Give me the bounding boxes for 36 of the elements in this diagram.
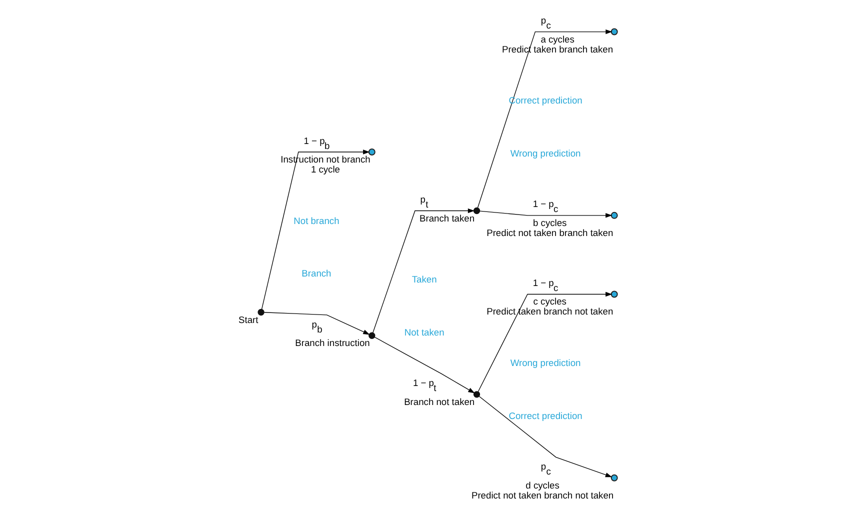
node-circle: [472, 207, 480, 214]
node-label: a cycles: [540, 34, 574, 44]
node-label: 1 cycle: [310, 164, 340, 174]
node-circle: [368, 148, 375, 156]
node-label: Branch taken: [419, 213, 474, 224]
arrow: [260, 150, 370, 310]
node-circle: [472, 391, 480, 398]
node-label: Branch not taken: [404, 396, 474, 407]
node-circle: [368, 332, 375, 339]
node-label: c cycles: [532, 296, 566, 307]
label: Not branch: [293, 216, 339, 226]
label: Correct prediction: [508, 410, 582, 421]
arrow: [372, 208, 474, 334]
label: Branch: [301, 268, 331, 279]
node-label: Predict not taken branch taken: [486, 228, 613, 238]
node-circle: [610, 212, 618, 219]
arrow: [477, 292, 612, 392]
label: Wrong prediction: [510, 148, 580, 158]
node-circle: [257, 308, 264, 316]
arrow: [263, 312, 370, 335]
node-label: Predict not taken branch not taken: [470, 490, 614, 500]
label: Not taken: [404, 327, 444, 338]
node-label: b cycles: [532, 218, 566, 228]
node-label: Predict taken branch not taken: [486, 306, 613, 317]
node-circle: [610, 28, 618, 36]
label: Taken: [411, 274, 436, 285]
node-label: Branch instruction: [294, 338, 370, 348]
label: Wrong prediction: [510, 358, 580, 368]
arrow: [374, 336, 474, 394]
node-circle: [610, 290, 618, 298]
node-label: d cycles: [525, 480, 559, 490]
node-circle: [610, 474, 618, 482]
node-label: Start: [238, 314, 258, 325]
arrow: [476, 29, 612, 208]
arrow: [478, 210, 612, 218]
arrow: [478, 396, 612, 478]
